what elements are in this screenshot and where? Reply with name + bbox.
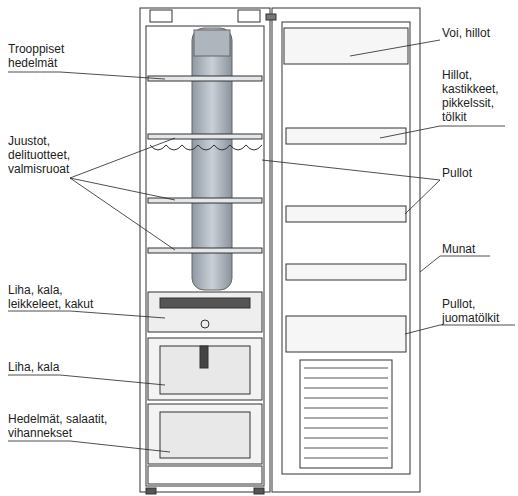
- zone-label: Pullot, juomatölkit: [442, 297, 516, 325]
- zone-label: Liha, kala, leikkeleet, kakut: [8, 283, 118, 311]
- vent-slot: [304, 448, 388, 449]
- zone-label: Hillot, kastikkeet, pikkelssit, tölkit: [442, 68, 516, 124]
- vent-slot: [304, 368, 388, 369]
- zone-label: Liha, kala: [8, 360, 118, 374]
- vent-slot: [304, 458, 388, 459]
- zone-label: Juustot, delituotteet, valmisruoat: [8, 134, 88, 176]
- zone-label: Voi, hillot: [442, 26, 516, 40]
- vent-slot: [304, 398, 388, 399]
- zone-label: Munat: [442, 242, 516, 256]
- vent-slot: [304, 418, 388, 419]
- vent-slot: [304, 408, 388, 409]
- vent-slot: [304, 438, 388, 439]
- vent-slot: [304, 388, 388, 389]
- zone-label: Trooppiset hedelmät: [8, 42, 88, 70]
- vent-slot: [304, 428, 388, 429]
- vent-slot: [304, 378, 388, 379]
- zone-label: Hedelmät, salaatit, vihannekset: [8, 412, 124, 440]
- zone-label: Pullot: [442, 166, 516, 180]
